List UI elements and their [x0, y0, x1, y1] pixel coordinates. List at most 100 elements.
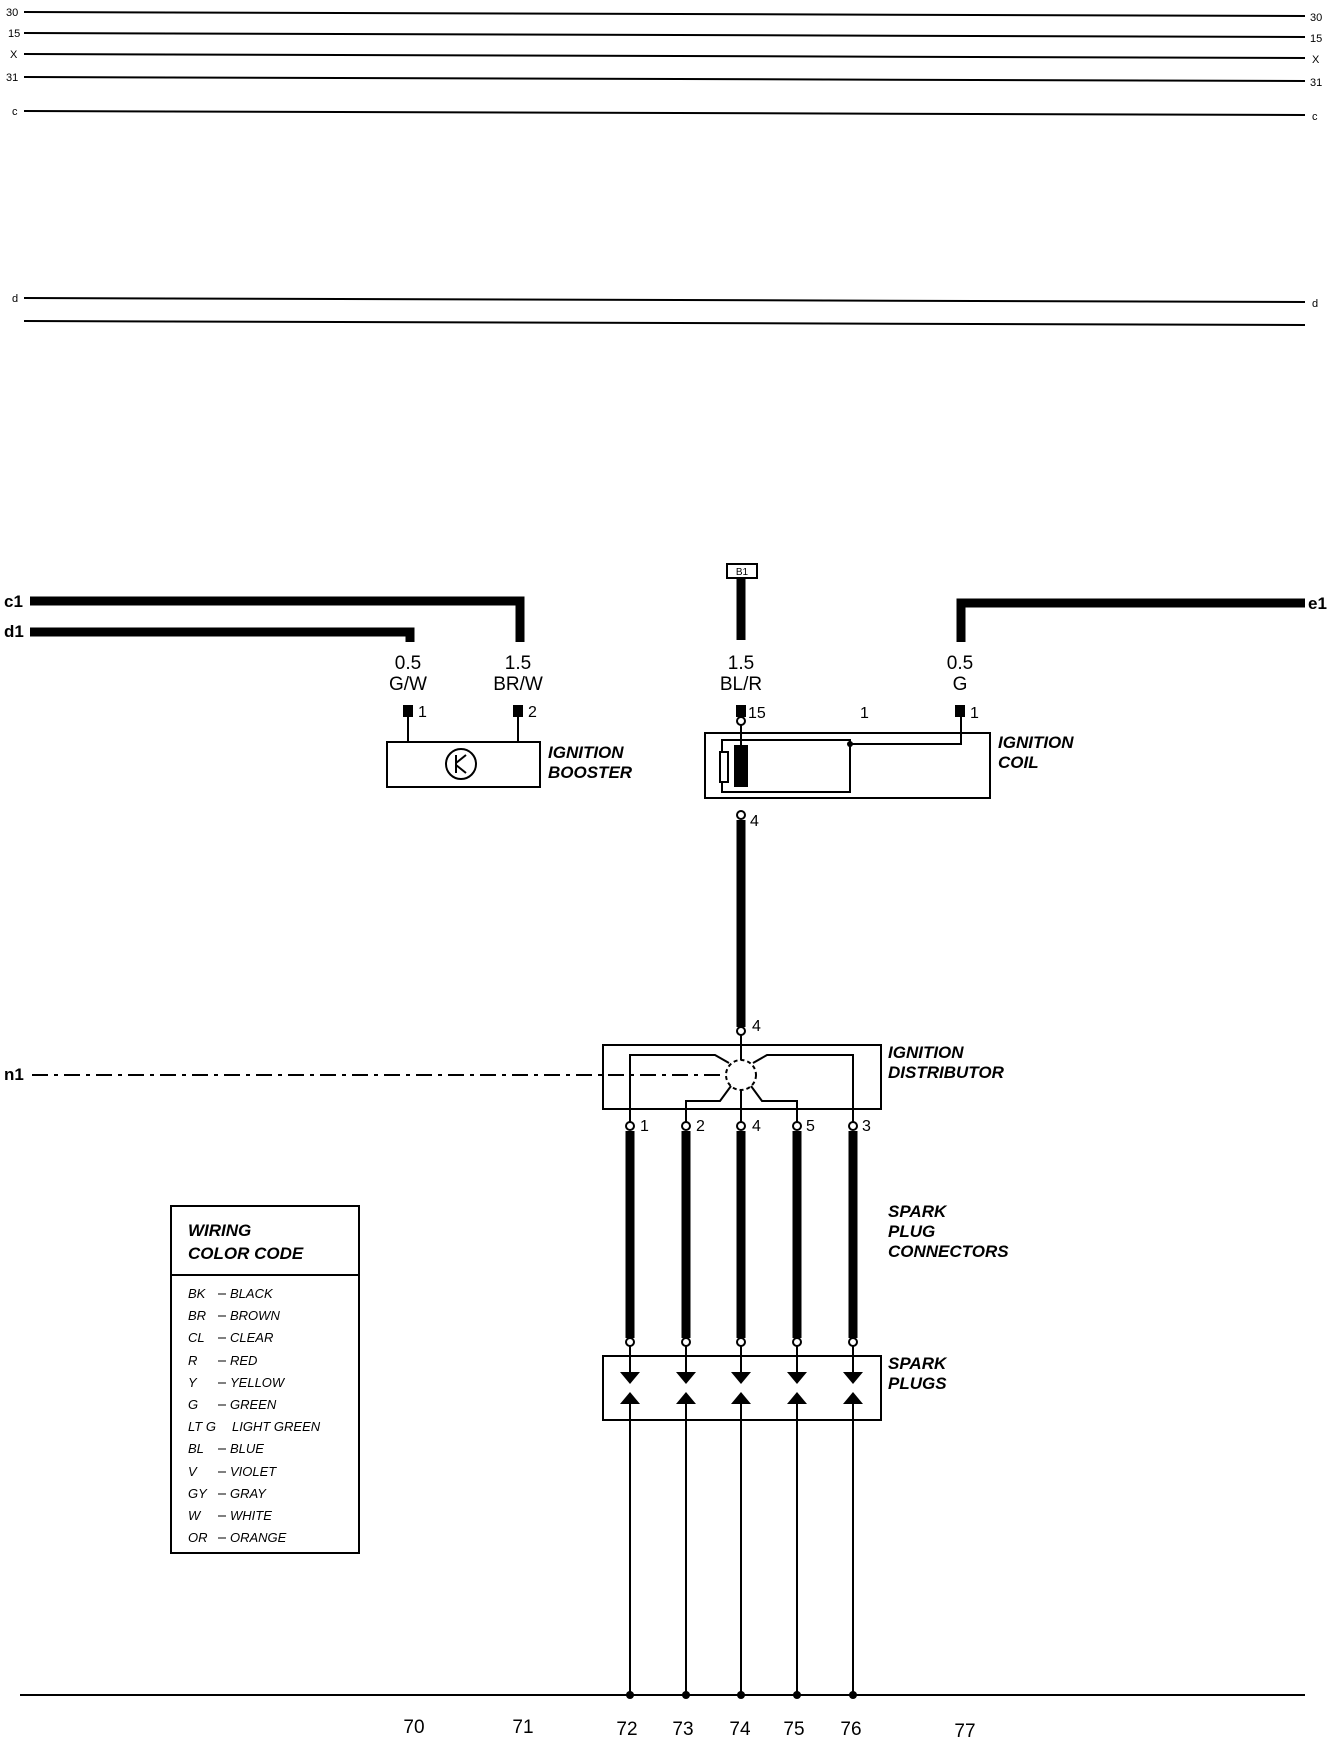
legend-name: LIGHT GREEN — [232, 1419, 321, 1434]
bus-label-c-right: c — [1312, 111, 1318, 123]
terminal-coil-1 — [955, 705, 965, 717]
spark-plug-connectors-label-2: PLUG — [888, 1222, 935, 1241]
dist-inner-3 — [752, 1054, 854, 1122]
bus-label-x-right: X — [1312, 54, 1320, 66]
bus-line-ground — [23, 320, 1306, 326]
bus-label-31-left: 31 — [6, 72, 18, 84]
bus-line-d — [23, 297, 1306, 303]
wire-size-booster-1: 0.5 — [395, 653, 421, 674]
legend-name: GREEN — [230, 1397, 277, 1412]
legend-code: GY — [188, 1486, 208, 1501]
ignition-coil: IGNITION COIL — [704, 717, 1074, 799]
legend-name: BLACK — [230, 1286, 274, 1301]
terminal-dist-out-5 — [792, 1121, 802, 1131]
terminal-booster-2 — [513, 705, 523, 717]
ground-junction-73 — [682, 1691, 690, 1699]
column-number: 74 — [729, 1719, 751, 1738]
bus-lines: 30 30 15 15 X X 31 31 c c d d — [6, 7, 1322, 326]
pin-dist-out-1: 1 — [640, 1118, 649, 1135]
legend-code: R — [188, 1353, 197, 1368]
legend-code: BK — [188, 1286, 207, 1301]
ignition-booster-label-2: BOOSTER — [548, 763, 633, 782]
ignition-distributor-label-2: DISTRIBUTOR — [888, 1063, 1005, 1082]
pin-booster-1: 1 — [418, 704, 427, 721]
legend-name: VIOLET — [230, 1464, 277, 1479]
terminal-coil-15 — [736, 705, 746, 717]
dist-inner-2 — [685, 1085, 732, 1122]
ground-junction-72 — [626, 1691, 634, 1699]
legend-code: V — [188, 1464, 198, 1479]
transistor-icon — [445, 748, 477, 780]
pin-dist-out-2: 2 — [696, 1118, 705, 1135]
terminal-dist-4 — [736, 1026, 746, 1036]
terminal-booster-1 — [403, 705, 413, 717]
terminal-plug-2 — [681, 1337, 691, 1347]
connector-b1: B1 — [736, 567, 749, 578]
pin-dist-out-4: 4 — [752, 1118, 761, 1135]
legend-name: ORANGE — [230, 1530, 287, 1545]
pin-dist-out-5: 5 — [806, 1118, 815, 1135]
wire-size-coil-15: 1.5 — [728, 653, 754, 674]
wire-d1 — [30, 627, 415, 642]
connector-d1: d1 — [4, 622, 24, 641]
bus-label-c-left: c — [12, 106, 18, 118]
column-number: 75 — [783, 1719, 804, 1738]
spark-plug-connectors-label-3: CONNECTORS — [888, 1242, 1009, 1261]
legend-code: W — [188, 1508, 202, 1523]
legend-name: BROWN — [230, 1308, 280, 1323]
legend-name: CLEAR — [230, 1330, 273, 1345]
wiring-color-legend: WIRING COLOR CODE BK BLACK BR BROWN CL C… — [170, 1205, 360, 1554]
dist-inner-1 — [629, 1054, 730, 1122]
column-number: 72 — [616, 1719, 637, 1738]
bus-line-c — [23, 110, 1306, 116]
wire-color-booster-1: G/W — [389, 674, 427, 695]
terminal-coil-4 — [736, 810, 746, 820]
connector-n1: n1 — [4, 1065, 24, 1084]
legend-code: G — [188, 1397, 198, 1412]
bus-label-15-right: 15 — [1310, 33, 1322, 45]
bus-line-30 — [23, 11, 1306, 17]
terminal-plug-3 — [848, 1337, 858, 1347]
bus-label-x-left: X — [10, 49, 18, 61]
bus-line-15 — [23, 32, 1306, 38]
coil-lead-1 — [850, 717, 962, 745]
terminal-dist-out-1 — [625, 1121, 635, 1131]
legend-title-2: COLOR CODE — [188, 1244, 304, 1263]
ignition-booster-label-1: IGNITION — [548, 743, 624, 762]
legend-code: LT G — [188, 1419, 216, 1434]
ignition-distributor: n1 IGNITION DISTRIBUTOR — [4, 1035, 1005, 1122]
column-number: 70 — [403, 1717, 424, 1738]
terminal-plug-4 — [736, 1337, 746, 1347]
column-number: 71 — [512, 1717, 533, 1738]
ignition-distributor-label-1: IGNITION — [888, 1043, 964, 1062]
bus-line-31 — [23, 76, 1306, 82]
pin-coil-1: 1 — [970, 705, 979, 722]
legend-code: BR — [188, 1308, 206, 1323]
wire-size-booster-2: 1.5 — [505, 653, 531, 674]
coil-winding-icon — [734, 745, 748, 787]
legend-name: GRAY — [230, 1486, 267, 1501]
spark-plugs-label-1: SPARK — [888, 1354, 948, 1373]
ground-junction-76 — [849, 1691, 857, 1699]
wire-e1 — [956, 598, 1305, 642]
legend-code: Y — [188, 1375, 198, 1390]
terminal-dist-out-4 — [736, 1121, 746, 1131]
wire-color-coil-1: G — [953, 674, 968, 695]
pin-coil-internal-1: 1 — [860, 705, 869, 722]
legend-name: WHITE — [230, 1508, 272, 1523]
bus-line-x — [23, 53, 1306, 59]
spark-plugs-label-2: PLUGS — [888, 1374, 947, 1393]
legend-code: OR — [188, 1530, 208, 1545]
coil-feed: B1 1.5 BL/R 15 e1 0.5 G 1 1 — [720, 563, 1327, 726]
ground-junction-75 — [793, 1691, 801, 1699]
column-number: 73 — [672, 1719, 693, 1738]
ground-junction-74 — [737, 1691, 745, 1699]
pin-coil-4: 4 — [750, 813, 759, 830]
bus-label-31-right: 31 — [1310, 77, 1322, 89]
terminal-coil-15-ring — [736, 716, 746, 726]
distributor-rotor-icon — [725, 1059, 757, 1091]
legend-name: BLUE — [230, 1441, 264, 1456]
dist-inner-5 — [750, 1085, 798, 1122]
ignition-coil-label-1: IGNITION — [998, 733, 1074, 752]
